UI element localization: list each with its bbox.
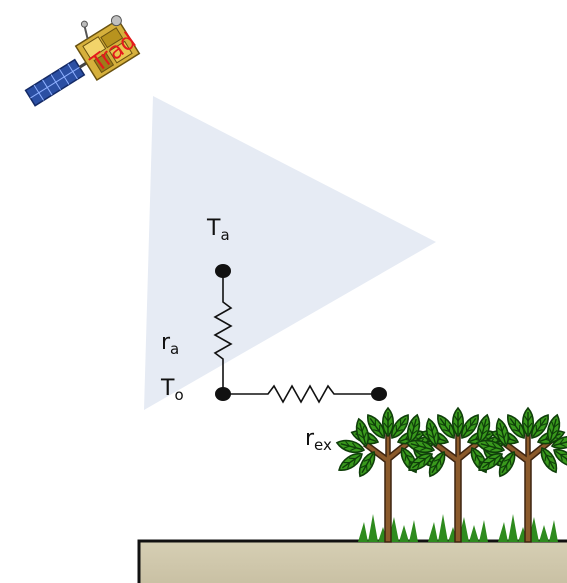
node-to-subscript: o [174,386,184,404]
node-ta-label: Ta [207,218,230,243]
node-canopy-dot [371,387,387,401]
node-to-dot [215,387,231,401]
node-ta-dot [215,264,231,278]
resistance-ra-subscript: a [170,340,180,358]
plant-1 [336,408,441,542]
resistance-ra-symbol: r [161,330,171,355]
resistance-ra-label: ra [161,332,179,357]
resistance-rex-label: rex [305,428,332,453]
plant-2 [406,408,511,542]
ground-block [137,539,567,583]
resistance-rex-symbol: r [305,426,315,451]
node-to-label: To [161,378,184,403]
resistance-rex-subscript: ex [314,436,332,454]
satellite-icon [24,15,141,107]
resistor-ra [213,271,233,394]
node-ta-subscript: a [220,226,230,244]
resistor-rex [223,384,379,404]
view-cone [144,96,436,410]
node-to-symbol: T [161,376,175,401]
node-ta-symbol: T [207,216,221,241]
